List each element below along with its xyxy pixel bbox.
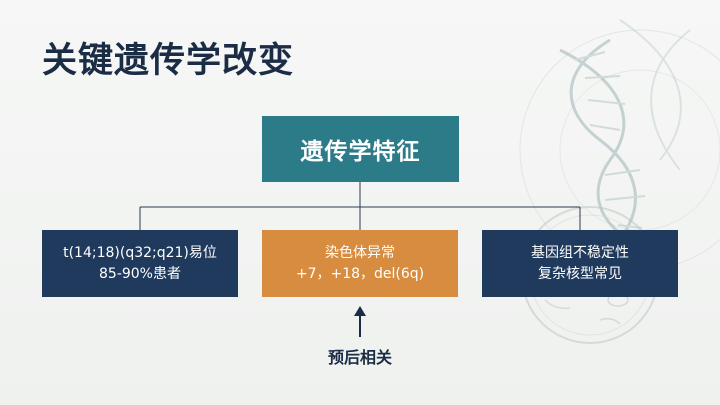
root-node: 遗传学特征 — [262, 116, 459, 182]
child-node-line1: 基因组不稳定性 — [531, 244, 629, 261]
root-node-label: 遗传学特征 — [300, 139, 421, 165]
arrow-head-icon — [354, 306, 366, 316]
dna-helix-icon — [559, 19, 691, 252]
child-node-line2: +7，+18，del(6q) — [295, 265, 425, 282]
child-node-line2: 85-90%患者 — [99, 265, 181, 282]
child-node-line2: 复杂核型常见 — [538, 265, 622, 282]
child-node-genomic-instability: 基因组不稳定性 复杂核型常见 — [482, 230, 678, 297]
child-node-line1: t(14;18)(q32;q21)易位 — [63, 244, 217, 261]
prognosis-annotation: 预后相关 — [327, 348, 392, 367]
slide-title: 关键遗传学改变 — [42, 41, 295, 81]
child-node-line1: 染色体异常 — [325, 244, 395, 261]
child-node-translocation: t(14;18)(q32;q21)易位 85-90%患者 — [42, 230, 238, 297]
child-node-chromosome-abnormality: 染色体异常 +7，+18，del(6q) — [262, 230, 458, 297]
